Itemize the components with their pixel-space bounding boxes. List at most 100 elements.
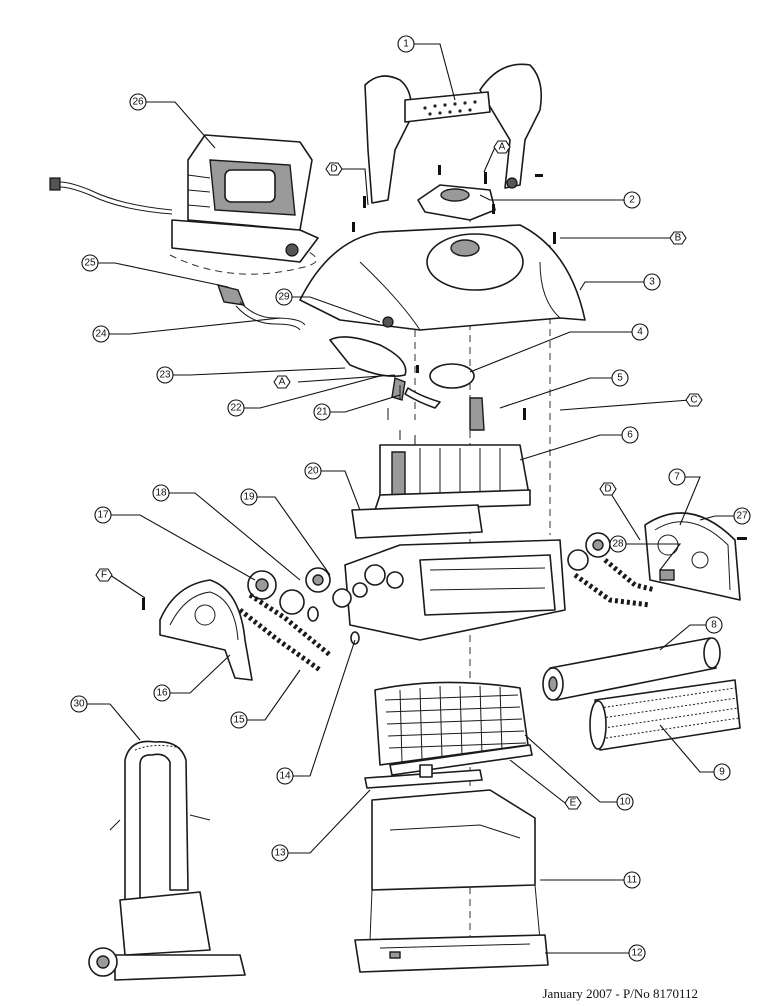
callout-9: 9 [713,763,731,781]
hex-callout-A-left: A [273,375,291,389]
svg-text:B: B [675,233,682,244]
callout-7: 7 [668,468,686,486]
callout-25: 25 [81,254,99,272]
clip-bar [364,764,483,789]
svg-text:7: 7 [674,472,680,483]
callout-23: 23 [156,366,174,384]
callout-28: 28 [609,535,627,553]
callout-3: 3 [643,273,661,291]
power-supply [49,134,319,263]
callout-24: 24 [92,325,110,343]
svg-text:26: 26 [132,97,144,108]
callout-11: 11 [623,871,641,889]
svg-text:23: 23 [159,370,171,381]
right-side-cover [644,512,741,601]
bottom-tray [354,884,549,973]
svg-text:F: F [101,570,107,581]
svg-text:17: 17 [97,510,109,521]
svg-text:15: 15 [233,715,245,726]
brush [589,679,741,751]
flat-plate [351,504,483,539]
callout-30: 30 [70,695,88,713]
svg-text:13: 13 [274,848,286,859]
callout-19: 19 [240,488,258,506]
svg-text:14: 14 [279,771,291,782]
svg-text:2: 2 [629,195,635,206]
roller [542,637,721,701]
svg-text:22: 22 [230,403,242,414]
callout-10: 10 [616,793,634,811]
callout-13: 13 [271,844,289,862]
svg-text:C: C [690,395,697,406]
svg-text:E: E [570,798,577,809]
hex-callout-D-right: D [599,482,617,496]
callout-17: 17 [94,506,112,524]
filter-basket [374,681,533,776]
callout-4: 4 [631,323,649,341]
left-track [238,592,332,673]
motor-unit [374,444,531,511]
callout-20: 20 [304,462,322,480]
chassis [344,539,566,641]
callout-29: 29 [275,288,293,306]
footer-part-number: January 2007 - P/No 8170112 [542,986,698,1001]
callout-22: 22 [227,399,245,417]
top-cap [417,184,496,221]
callout-18: 18 [152,484,170,502]
callout-5: 5 [611,369,629,387]
svg-text:A: A [279,377,286,388]
callouts: 1 2 3 4 5 6 7 8 9 10 11 12 13 14 15 16 1… [70,35,751,962]
hex-callout-A-top: A [493,140,511,154]
svg-text:10: 10 [619,797,631,808]
svg-text:D: D [330,164,337,175]
svg-text:19: 19 [243,492,255,503]
hex-callout-B: B [669,231,687,245]
screws [142,165,747,610]
callout-8: 8 [705,616,723,634]
callout-16: 16 [153,684,171,702]
hex-callout-E: E [564,796,582,810]
svg-text:D: D [604,484,611,495]
hex-callout-D-top: D [325,162,343,176]
hex-callout-C: C [685,393,703,407]
svg-text:9: 9 [719,767,725,778]
svg-text:30: 30 [73,699,85,710]
callout-1: 1 [397,35,415,53]
svg-text:11: 11 [627,875,638,886]
leader-lines [86,43,735,954]
callout-14: 14 [276,767,294,785]
hex-callout-F: F [95,568,113,582]
svg-text:4: 4 [637,327,643,338]
handle [364,63,543,204]
svg-text:5: 5 [617,373,623,384]
internal-small-parts [329,336,485,445]
svg-text:20: 20 [307,466,319,477]
left-side-cover [159,579,253,681]
svg-text:28: 28 [612,539,624,550]
caddy-cart [88,740,246,981]
svg-text:27: 27 [736,511,748,522]
callout-12: 12 [628,944,646,962]
svg-text:8: 8 [711,620,717,631]
svg-text:3: 3 [649,277,655,288]
svg-text:1: 1 [403,39,409,50]
svg-text:A: A [499,142,506,153]
svg-text:21: 21 [316,407,328,418]
svg-text:24: 24 [95,329,107,340]
svg-text:29: 29 [278,292,290,303]
svg-text:6: 6 [627,430,633,441]
svg-text:18: 18 [155,488,167,499]
filter-bag [371,789,536,891]
callout-21: 21 [313,403,331,421]
svg-text:25: 25 [84,258,96,269]
svg-text:12: 12 [631,948,643,959]
callout-27: 27 [733,507,751,525]
callout-15: 15 [230,711,248,729]
pulleys-left [247,567,360,645]
svg-text:16: 16 [156,688,168,699]
right-pulleys-track [567,532,656,608]
callout-26: 26 [129,93,147,111]
callout-2: 2 [623,191,641,209]
callout-6: 6 [621,426,639,444]
